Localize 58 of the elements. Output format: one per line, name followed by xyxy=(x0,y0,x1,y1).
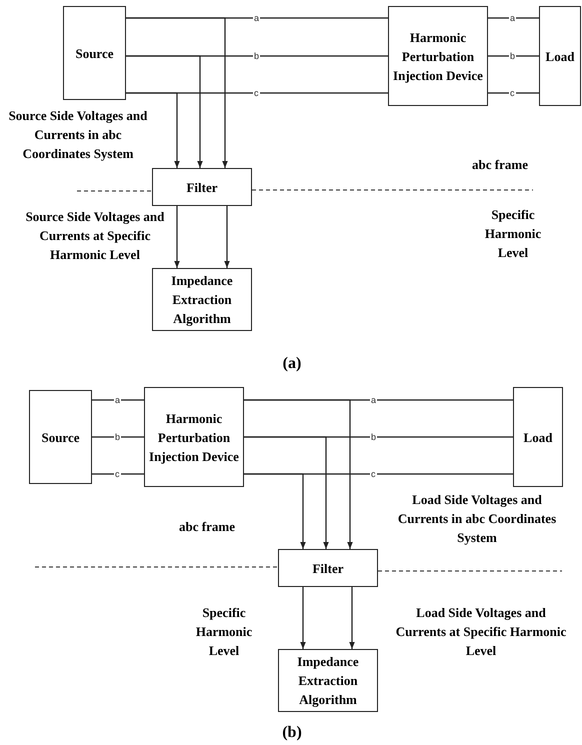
line xyxy=(92,436,144,438)
edge-label: a xyxy=(509,13,516,23)
line xyxy=(92,399,144,401)
edge-label: c xyxy=(114,469,120,479)
node-text: Source xyxy=(75,44,114,62)
load-box xyxy=(513,387,563,487)
line xyxy=(488,55,539,57)
arrow xyxy=(244,436,329,549)
edge-label: b xyxy=(253,51,260,61)
node-text: Load xyxy=(546,48,574,66)
arrow xyxy=(126,92,180,168)
frame-label: abc frame xyxy=(471,156,529,174)
edge-label: b xyxy=(370,432,378,442)
arrow xyxy=(244,399,353,549)
frame-label: Specific Harmonic Level xyxy=(484,206,542,262)
injection-device-box xyxy=(388,6,488,106)
arrow xyxy=(349,587,355,649)
node-text: Impedance Extraction Algorithm xyxy=(296,653,360,709)
node-text: Harmonic Perturbation Injection Device xyxy=(148,410,240,466)
edge-label: c xyxy=(509,88,516,98)
filter-box xyxy=(152,168,252,206)
source-box xyxy=(63,6,126,100)
edge-label: a xyxy=(370,395,378,405)
node-text: Filter xyxy=(312,560,344,578)
panel-caption: (a) xyxy=(282,354,302,373)
filter-box xyxy=(278,549,378,587)
line xyxy=(92,473,144,475)
signal-note: Load Side Voltages and Currents in abc Coordinates System xyxy=(396,491,558,547)
node-text: Harmonic Perturbation Injection Device xyxy=(392,28,484,84)
arrow xyxy=(244,473,306,549)
arrow xyxy=(300,587,306,649)
edge-label: b xyxy=(509,51,516,61)
algorithm-box xyxy=(152,268,252,331)
arrow xyxy=(224,206,230,268)
source-box xyxy=(29,390,92,484)
line xyxy=(488,17,539,19)
edge-label: b xyxy=(114,432,122,442)
frame-label: abc frame xyxy=(178,518,236,536)
signal-note: Source Side Voltages and Currents in abc Coordinates System xyxy=(8,107,148,163)
edge-label: a xyxy=(114,395,122,405)
frame-label: Specific Harmonic Level xyxy=(194,604,254,660)
node-text: Load xyxy=(524,428,552,446)
line xyxy=(488,92,539,94)
node-text: Source xyxy=(41,428,80,446)
panel-caption: (b) xyxy=(281,723,303,742)
edge-label: a xyxy=(253,13,260,23)
node-text: Filter xyxy=(186,178,218,196)
edge-label: c xyxy=(253,88,260,98)
signal-note: Source Side Voltages and Currents at Specific Harmonic Level xyxy=(24,208,166,264)
arrow xyxy=(126,55,203,168)
node-text: Impedance Extraction Algorithm xyxy=(170,272,234,328)
arrow xyxy=(126,17,228,168)
algorithm-box xyxy=(278,649,378,712)
signal-note: Load Side Voltages and Currents at Specific Harmonic Level xyxy=(394,604,568,660)
load-box xyxy=(539,6,581,106)
arrow xyxy=(174,206,180,268)
injection-device-box xyxy=(144,387,244,487)
edge-label: c xyxy=(370,469,376,479)
